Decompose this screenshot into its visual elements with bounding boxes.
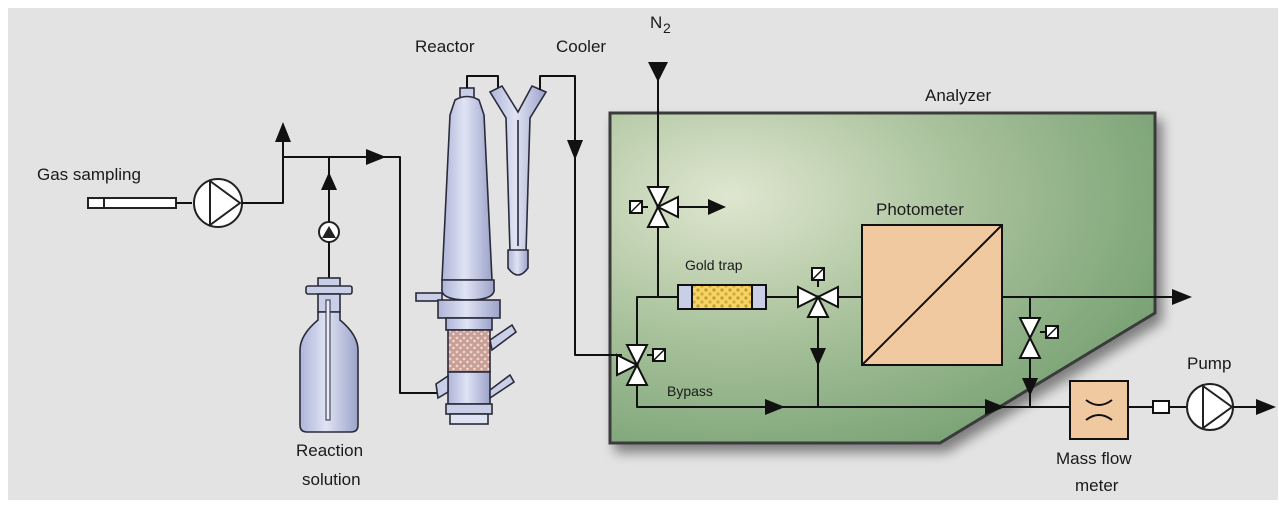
flow-arrow-icon — [321, 172, 337, 190]
reactor-vessel — [415, 87, 518, 425]
gas-sampling-probe — [87, 197, 177, 209]
flow-arrow-icon — [366, 149, 386, 165]
gold-trap — [677, 284, 767, 310]
mass-flow-label-line1: Mass flow — [1056, 449, 1132, 468]
nitrogen-subscript: 2 — [663, 20, 671, 36]
flow-arrow-icon — [985, 399, 1005, 415]
flow-arrow-icon — [275, 122, 291, 142]
mass-flow-meter — [1069, 380, 1129, 440]
reaction-solution-label-line2: solution — [302, 470, 361, 489]
filter-icon — [1152, 400, 1170, 414]
gas-sampling-label: Gas sampling — [37, 165, 141, 184]
mass-flow-label-line2: meter — [1075, 476, 1119, 495]
bypass-label: Bypass — [667, 383, 713, 399]
gold-trap-label: Gold trap — [685, 257, 743, 273]
flow-arrow-icon — [708, 199, 726, 215]
flow-arrow-icon — [765, 399, 785, 415]
sampling-pump-icon — [193, 178, 243, 228]
pump-label: Pump — [1187, 354, 1231, 373]
photometer-box — [861, 224, 1003, 366]
three-way-valve-bypass — [616, 344, 666, 386]
photometer-label: Photometer — [876, 200, 964, 219]
cooler-condenser — [488, 84, 548, 276]
analyzer-label: Analyzer — [925, 86, 991, 105]
nitrogen-label: N — [650, 13, 662, 32]
check-valve-icon — [318, 221, 340, 243]
pump-icon — [1186, 383, 1234, 431]
cooler-label: Cooler — [556, 37, 606, 56]
reaction-solution-flask — [299, 277, 359, 433]
flow-arrow-icon — [1172, 289, 1192, 305]
flow-arrow-icon — [810, 348, 826, 366]
three-way-valve-right — [1018, 317, 1059, 359]
reaction-solution-label-line1: Reaction — [296, 441, 363, 460]
reactor-label: Reactor — [415, 37, 475, 56]
three-way-valve-photometer — [797, 267, 839, 318]
flow-arrow-icon — [1022, 378, 1038, 396]
flow-arrow-icon — [567, 140, 583, 160]
three-way-valve-top — [629, 186, 679, 228]
flow-arrow-icon — [1256, 399, 1276, 415]
